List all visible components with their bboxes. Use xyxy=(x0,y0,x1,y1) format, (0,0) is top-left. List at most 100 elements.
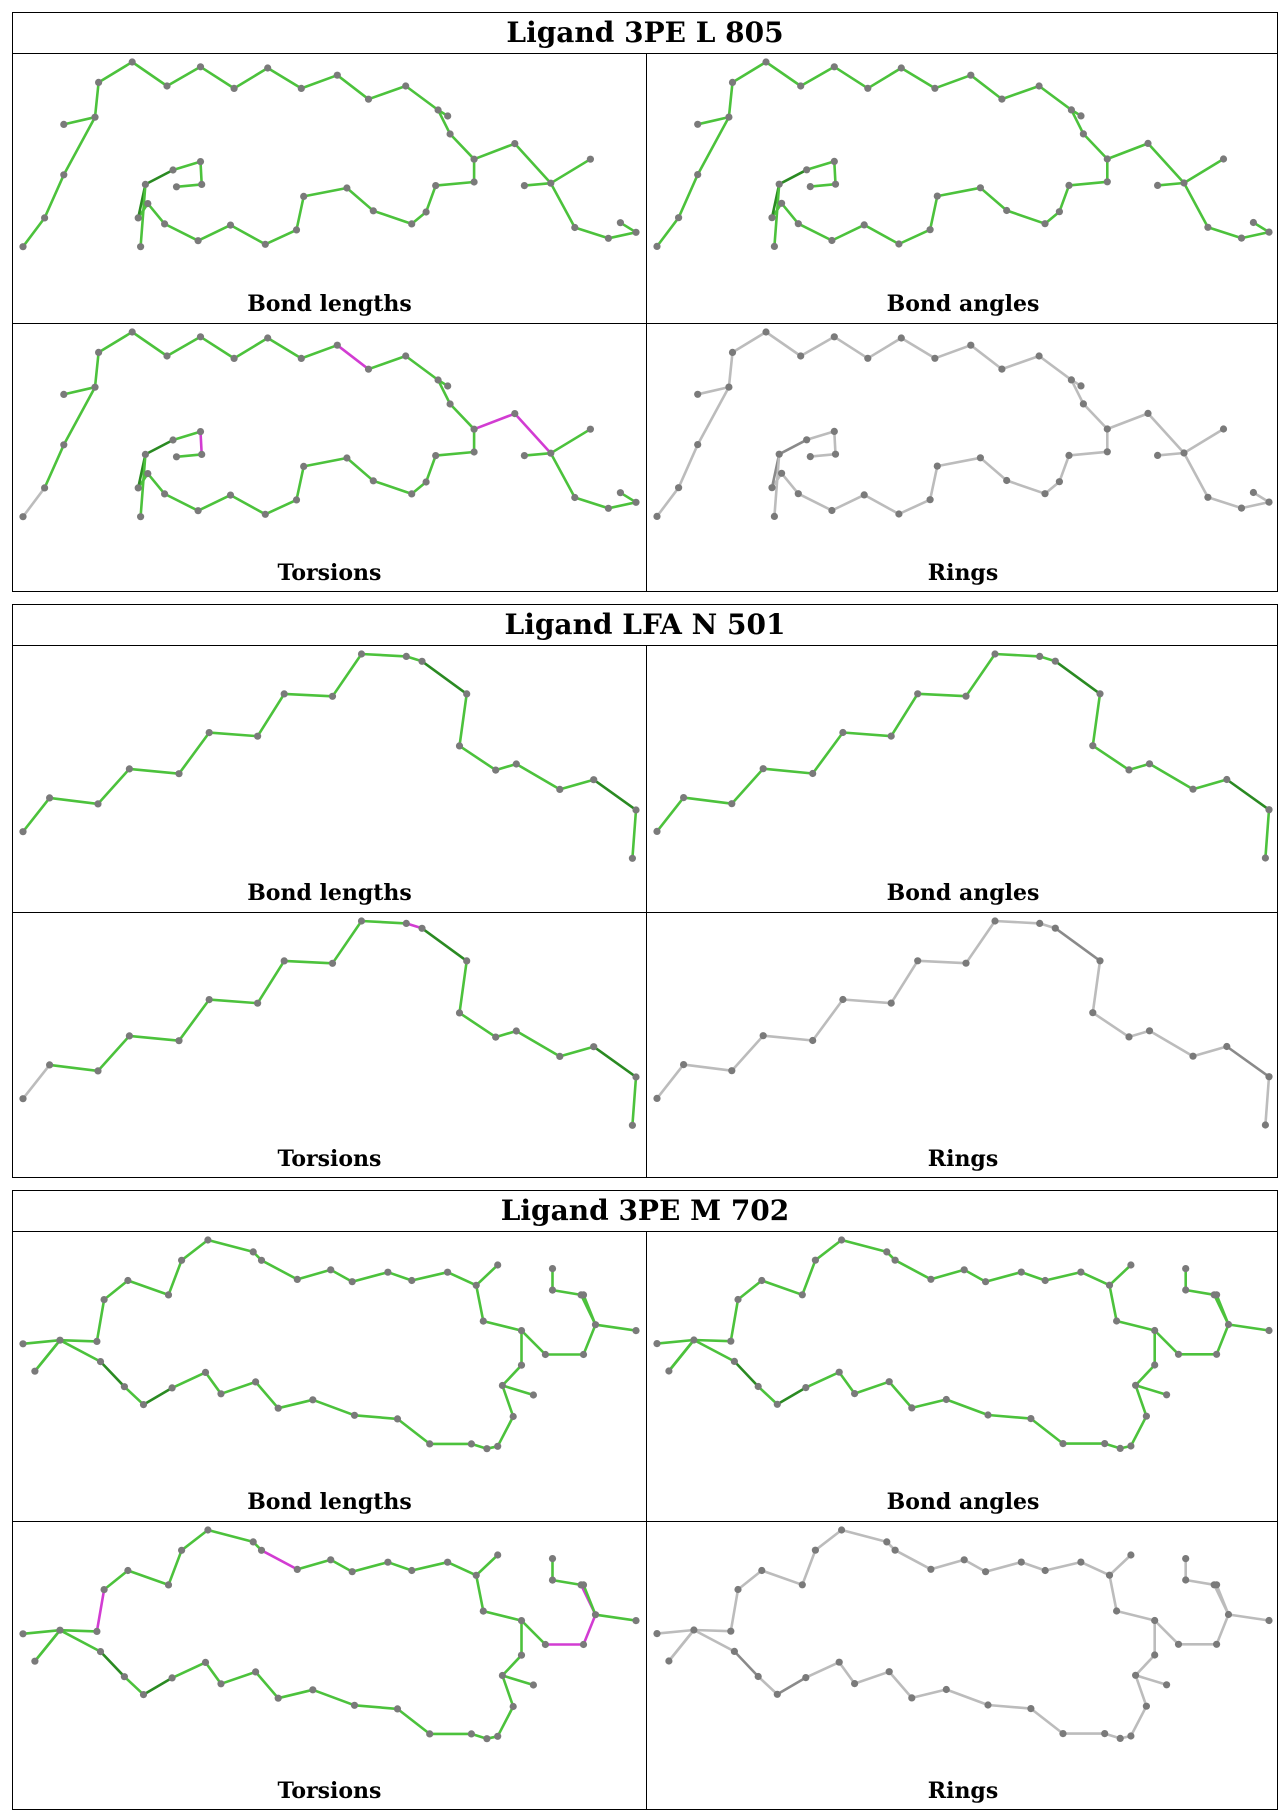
bond xyxy=(299,73,339,90)
atom xyxy=(548,1265,557,1273)
atom xyxy=(343,184,351,192)
atom xyxy=(422,208,430,216)
bond xyxy=(1053,926,1102,963)
bond xyxy=(944,1688,990,1707)
molecule-diagram xyxy=(653,328,1273,520)
bonds xyxy=(655,60,1271,248)
atom xyxy=(1223,775,1231,784)
atom xyxy=(60,441,68,449)
bond xyxy=(853,1380,891,1395)
atom xyxy=(897,334,905,342)
atom xyxy=(1174,1640,1183,1648)
atom xyxy=(432,452,440,460)
atom xyxy=(616,489,625,497)
atom xyxy=(1089,742,1097,750)
atom xyxy=(1265,806,1273,814)
atom xyxy=(297,84,305,92)
bond xyxy=(21,1338,62,1346)
bond xyxy=(1129,1414,1148,1448)
atom xyxy=(204,1236,212,1244)
bond xyxy=(1082,402,1109,431)
bond xyxy=(979,186,1009,212)
bond xyxy=(219,1380,257,1396)
atom xyxy=(982,1278,990,1286)
atoms xyxy=(19,650,640,862)
bond xyxy=(229,223,267,246)
bond xyxy=(254,1670,280,1700)
atom xyxy=(1036,919,1044,927)
atoms xyxy=(19,917,640,1129)
atom xyxy=(280,957,288,965)
atom xyxy=(261,240,269,248)
bond xyxy=(1146,142,1186,185)
atom xyxy=(632,806,640,814)
bond xyxy=(48,1063,100,1073)
atom xyxy=(94,800,102,808)
molecule-diagram xyxy=(653,58,1273,250)
atom xyxy=(1182,1286,1190,1294)
atom xyxy=(887,999,895,1007)
bond xyxy=(866,336,903,360)
atom xyxy=(56,1626,64,1634)
bond xyxy=(276,1688,315,1700)
atom xyxy=(141,450,149,458)
bond xyxy=(986,1703,1033,1710)
atom xyxy=(758,1276,766,1285)
bond xyxy=(175,183,203,189)
bond xyxy=(736,1279,764,1301)
bond xyxy=(62,385,97,447)
atom xyxy=(333,71,341,79)
bond xyxy=(501,1653,523,1677)
atom xyxy=(492,766,500,774)
atom xyxy=(725,383,733,391)
atom xyxy=(479,1607,487,1615)
bond xyxy=(756,1675,779,1696)
atom xyxy=(571,493,579,502)
atom xyxy=(408,220,416,228)
bond xyxy=(170,1371,207,1390)
bond xyxy=(1184,1578,1216,1587)
atom xyxy=(675,484,683,492)
bond xyxy=(165,335,202,358)
atom xyxy=(483,1735,491,1743)
atom xyxy=(144,470,152,478)
bond xyxy=(496,1415,515,1448)
atom xyxy=(1055,478,1063,486)
divider xyxy=(13,1521,1277,1522)
bond xyxy=(1134,1674,1148,1708)
bond xyxy=(1134,1384,1148,1418)
atom xyxy=(694,390,702,398)
atom xyxy=(444,1558,452,1566)
bond xyxy=(514,762,562,791)
atom xyxy=(991,917,999,925)
atom xyxy=(1151,1651,1159,1659)
atom xyxy=(1077,112,1085,120)
bond xyxy=(410,1270,449,1282)
atom xyxy=(470,178,478,186)
atom xyxy=(470,448,478,456)
bond xyxy=(733,1650,760,1678)
bond xyxy=(1070,108,1085,136)
bond xyxy=(93,81,100,119)
atom xyxy=(728,800,736,808)
bond xyxy=(33,1628,62,1663)
atom xyxy=(960,1556,968,1564)
atom xyxy=(175,1037,183,1045)
atom xyxy=(1096,690,1104,698)
bond xyxy=(1225,778,1271,811)
atom xyxy=(775,450,783,458)
bond xyxy=(582,1613,597,1646)
bond xyxy=(928,464,939,501)
bond xyxy=(167,1548,183,1587)
bond xyxy=(434,450,476,457)
atom xyxy=(1219,425,1228,433)
bond xyxy=(523,181,553,187)
atom xyxy=(1204,223,1212,231)
bond xyxy=(474,1283,485,1323)
atom xyxy=(734,1295,742,1304)
bond xyxy=(1129,1704,1148,1738)
atom xyxy=(1103,448,1111,456)
atom xyxy=(230,354,238,362)
bond xyxy=(58,1628,102,1653)
bond xyxy=(984,1270,1023,1284)
